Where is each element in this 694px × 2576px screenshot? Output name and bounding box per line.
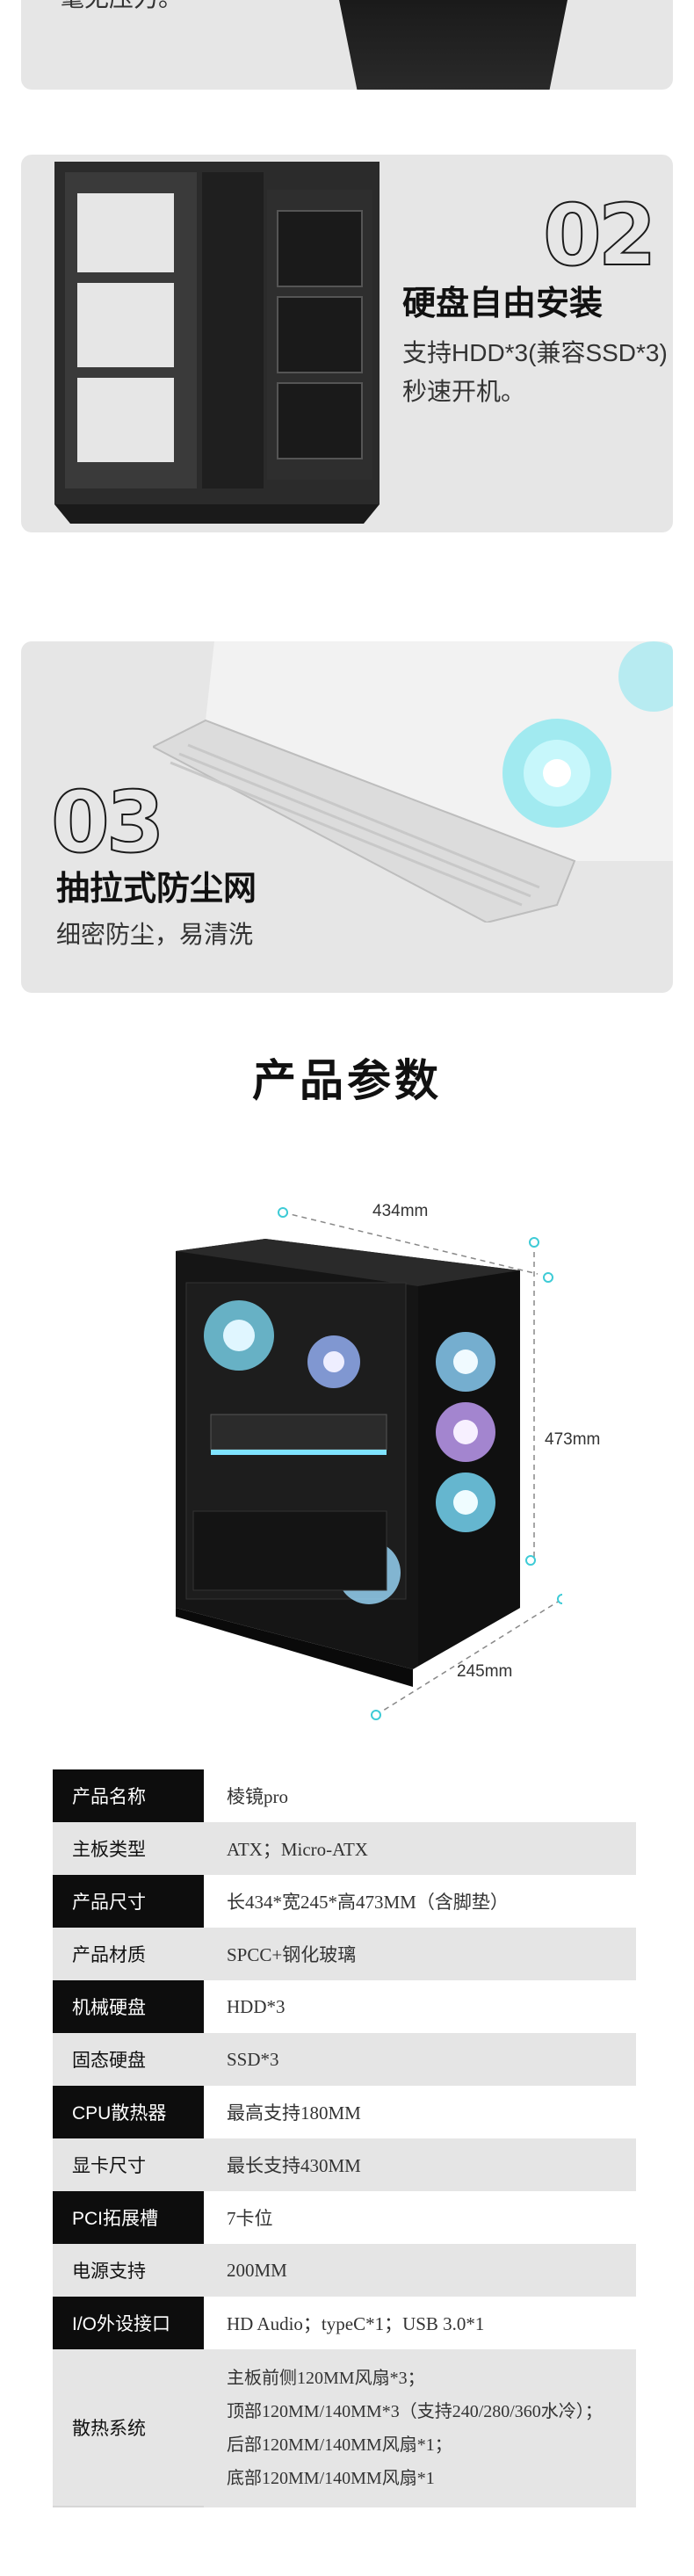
spec-key: CPU散热器	[53, 2086, 204, 2138]
spec-row-size: 产品尺寸 长434*宽245*高473MM（含脚垫）	[53, 1875, 636, 1928]
feature-card-3: 03 抽拉式防尘网 细密防尘，易清洗	[21, 641, 673, 993]
spec-row-name: 产品名称 棱镜pro	[53, 1769, 636, 1822]
spec-key: 产品名称	[53, 1769, 204, 1822]
spec-value: 最长支持430MM	[204, 2138, 636, 2191]
feature-3-desc: 细密防尘，易清洗	[56, 921, 254, 948]
dimension-height: 473mm	[545, 1430, 601, 1449]
spec-row-cpu-cooler: CPU散热器 最高支持180MM	[53, 2086, 636, 2138]
spec-value: 7卡位	[227, 2208, 273, 2229]
spec-row-cooling: 散热系统 主板前侧120MM风扇*3； 顶部120MM/140MM*3（支持24…	[53, 2349, 636, 2507]
feature-3-number: 03	[50, 773, 166, 872]
spec-value: 长434*宽245*高473MM（含脚垫）	[227, 1892, 509, 1913]
spec-row-pci: PCI拓展槽 7卡位	[53, 2191, 636, 2244]
spec-key: 显卡尺寸	[53, 2138, 204, 2191]
cooling-line: 顶部120MM/140MM*3（支持240/280/360水冷）；	[227, 2402, 603, 2421]
spec-row-hdd: 机械硬盘 HDD*3	[53, 1980, 636, 2033]
spec-row-motherboard: 主板类型 ATX；Micro-ATX	[53, 1822, 636, 1875]
spec-key: 产品尺寸	[53, 1875, 204, 1928]
spec-row-psu: 电源支持 200MM	[53, 2244, 636, 2297]
spec-value: HDD*3	[227, 1995, 286, 2017]
cooling-line: 后部120MM/140MM风扇*1；	[227, 2435, 452, 2455]
feature-card-1: 毫无压力。	[21, 0, 673, 90]
spec-value: HD Audio；typeC*1；USB 3.0*1	[227, 2313, 485, 2334]
cooling-line: 主板前侧120MM风扇*3；	[227, 2369, 425, 2388]
spec-value: ATX；Micro-ATX	[204, 1822, 636, 1875]
spec-value: SSD*3	[204, 2033, 636, 2086]
dimension-length: 434mm	[372, 1202, 429, 1220]
feature-card-2: 02 硬盘自由安装 支持HDD*3(兼容SSD*3) 秒速开机。	[21, 155, 673, 532]
feature-2-title: 硬盘自由安装	[402, 286, 604, 322]
spec-value: 棱镜pro	[227, 1786, 288, 1807]
spec-key: 产品材质	[53, 1928, 204, 1980]
spec-value: 最高支持180MM	[227, 2102, 361, 2124]
case-interior-image	[54, 162, 380, 524]
spec-key: 固态硬盘	[53, 2033, 204, 2086]
feature-2-desc: 支持HDD*3(兼容SSD*3) 秒速开机。	[402, 339, 668, 405]
dimension-width: 245mm	[457, 1662, 513, 1681]
dust-filter-image	[153, 641, 673, 923]
spec-key: PCI拓展槽	[53, 2191, 204, 2244]
feature-2-number: 02	[542, 186, 658, 285]
spec-value-cooling: 主板前侧120MM风扇*3； 顶部120MM/140MM*3（支持240/280…	[204, 2349, 636, 2507]
feature-1-desc: 毫无压力。	[60, 0, 183, 18]
spec-key: 电源支持	[53, 2244, 204, 2297]
spec-heading: 产品参数	[252, 1056, 442, 1105]
spec-row-material: 产品材质 SPCC+钢化玻璃	[53, 1928, 636, 1980]
spec-key: 机械硬盘	[53, 1980, 204, 2033]
feature-3-title: 抽拉式防尘网	[56, 871, 257, 908]
spec-value: 200MM	[204, 2244, 636, 2297]
spec-table: 产品名称 棱镜pro 主板类型 ATX；Micro-ATX 产品尺寸 长434*…	[53, 1769, 636, 2507]
spec-value: SPCC+钢化玻璃	[204, 1928, 636, 1980]
case-bottom-image	[339, 0, 567, 90]
spec-row-ssd: 固态硬盘 SSD*3	[53, 2033, 636, 2086]
spec-row-gpu: 显卡尺寸 最长支持430MM	[53, 2138, 636, 2191]
spec-key: 主板类型	[53, 1822, 204, 1875]
spec-key: 散热系统	[53, 2349, 204, 2507]
cooling-line: 底部120MM/140MM风扇*1	[227, 2469, 435, 2488]
spec-row-io: I/O外设接口 HD Audio；typeC*1；USB 3.0*1	[53, 2297, 636, 2349]
case-dimension-diagram	[176, 1207, 562, 1720]
spec-key: I/O外设接口	[53, 2297, 204, 2349]
